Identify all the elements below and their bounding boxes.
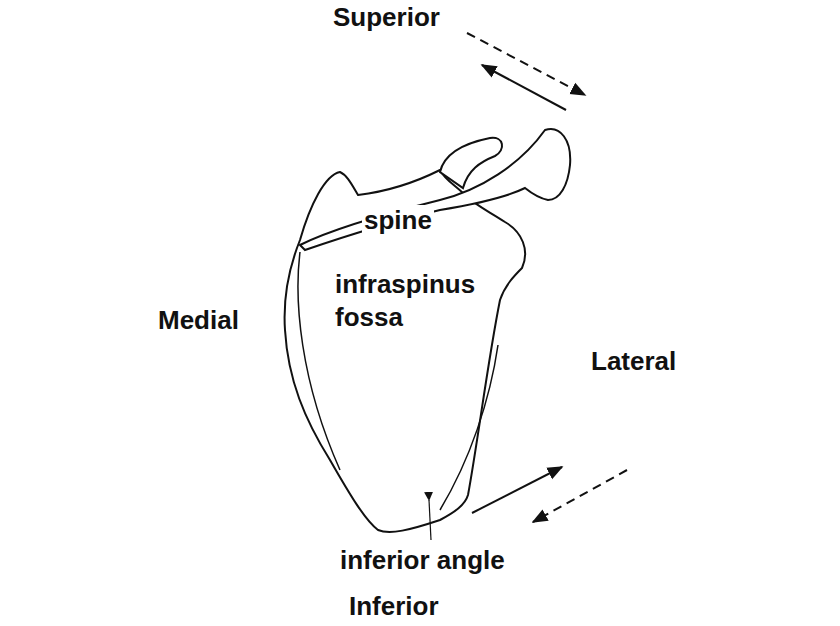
scapula-body bbox=[285, 170, 526, 532]
scapular-spine bbox=[300, 129, 570, 250]
movement-arrow bbox=[472, 467, 562, 513]
part-label: inferior angle bbox=[338, 545, 507, 575]
movement-arrow bbox=[482, 65, 566, 110]
leader-line bbox=[429, 500, 431, 540]
direction-label: Superior bbox=[333, 2, 440, 32]
movement-arrow-dashed bbox=[467, 33, 585, 95]
direction-label: Lateral bbox=[591, 346, 676, 376]
movement-arrow-dashed bbox=[533, 470, 627, 522]
part-label: infraspinus fossa bbox=[333, 268, 487, 334]
lateral-ridge bbox=[440, 345, 498, 510]
part-label: spine bbox=[362, 205, 434, 235]
direction-label: Inferior bbox=[349, 592, 439, 620]
direction-label: Medial bbox=[158, 305, 239, 335]
